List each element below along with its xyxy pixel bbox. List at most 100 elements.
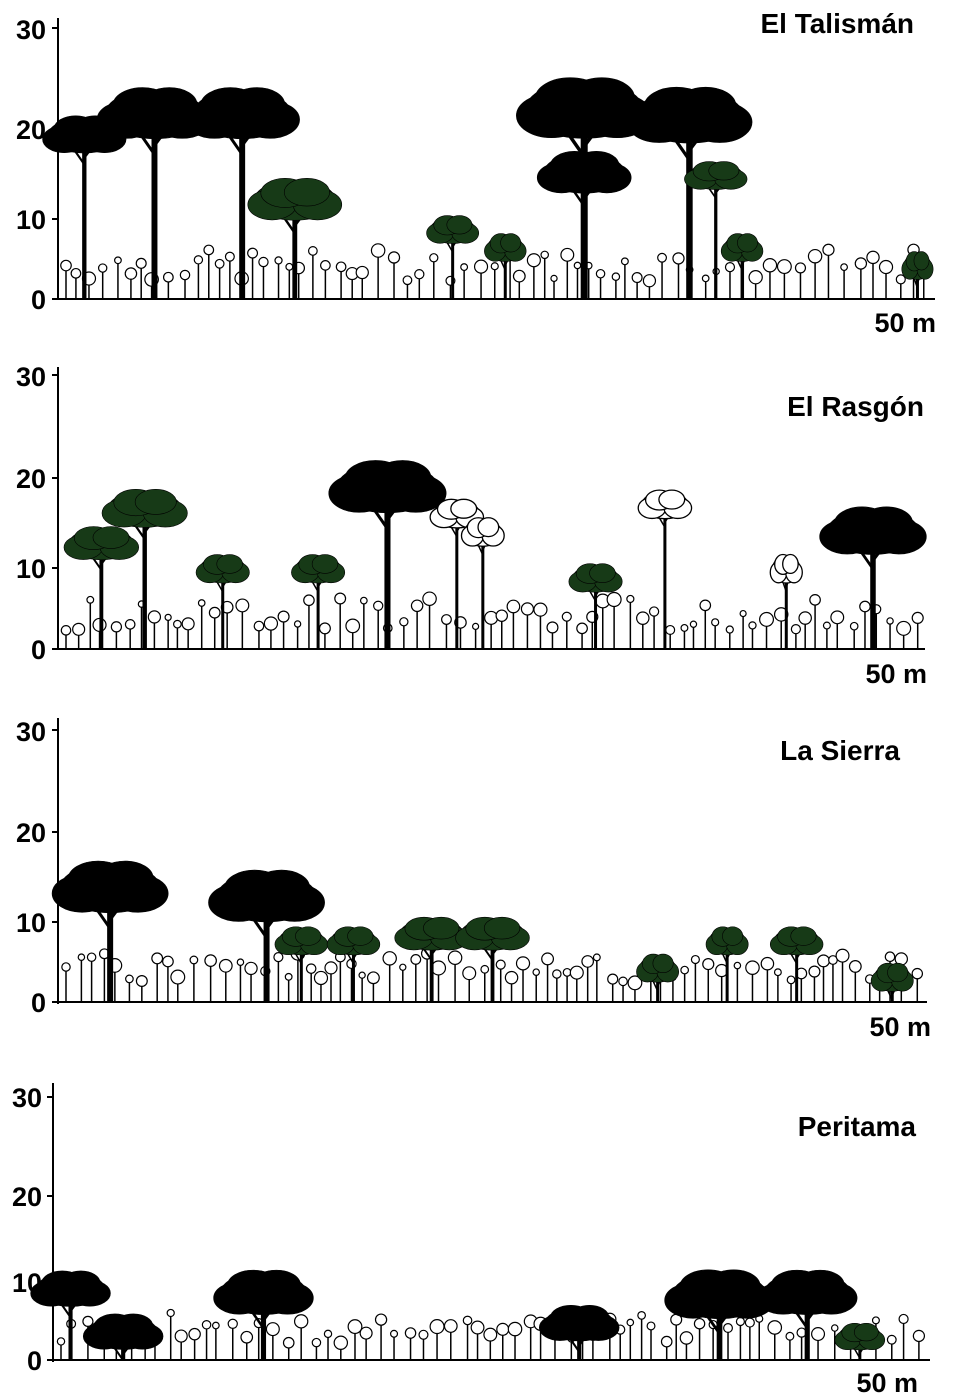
understory-shrub	[866, 250, 880, 299]
shrub-crown	[86, 595, 95, 604]
understory-shrub	[680, 965, 690, 1002]
shrub-crown	[320, 260, 331, 271]
shrub-crown	[690, 954, 700, 965]
site-title: El Rasgón	[787, 391, 924, 422]
understory-shrub	[98, 948, 110, 1002]
shrub-crown	[387, 251, 401, 264]
shrub-crown	[114, 256, 122, 265]
tree-trunk	[577, 1323, 582, 1360]
shrub-crown	[277, 610, 290, 623]
tree-trunk	[725, 941, 729, 1002]
understory-shrub	[690, 954, 700, 1002]
understory-shrub	[533, 602, 548, 649]
shrub-crown	[429, 1319, 445, 1335]
shrub-crown	[550, 274, 558, 283]
tree-trunk	[429, 934, 434, 1002]
canopy-tree	[455, 916, 530, 1002]
understory-shrub	[592, 953, 601, 1002]
understory-shrub	[849, 621, 859, 649]
understory-shrub	[911, 611, 924, 649]
shrub-crown	[642, 274, 657, 288]
y-tick-label-30: 30	[16, 717, 46, 747]
understory-shrub	[470, 1320, 485, 1360]
y-tick-label-10: 10	[16, 554, 46, 584]
shrub-crown	[82, 1315, 94, 1327]
shrub-crown	[581, 955, 595, 968]
understory-shrub	[193, 255, 204, 299]
understory-shrub	[402, 275, 413, 299]
shrub-crown	[181, 617, 195, 631]
shrub-crown	[595, 268, 606, 279]
understory-shrub	[607, 973, 619, 1002]
understory-shrub	[60, 625, 72, 649]
shrub-crown	[173, 619, 182, 629]
understory-shrub	[693, 1317, 706, 1360]
canopy-tree	[819, 506, 927, 649]
tree-crown	[429, 498, 485, 529]
crown-lobe	[569, 1305, 610, 1330]
understory-shrub	[443, 1319, 458, 1360]
understory-shrub	[631, 272, 643, 299]
shrub-crown	[520, 602, 535, 616]
crown-lobe	[706, 1269, 761, 1303]
understory-shrub	[672, 252, 685, 299]
shrub-crown	[808, 965, 821, 978]
shrub-crown	[849, 621, 859, 631]
understory-shrub	[627, 975, 643, 1002]
understory-shrub	[333, 1335, 349, 1360]
canopy-tree	[101, 488, 188, 649]
tree-crown	[394, 916, 469, 951]
shrub-crown	[244, 961, 258, 976]
understory-shrub	[898, 1313, 909, 1360]
understory-shrub	[305, 963, 317, 1002]
canopy-tree	[208, 869, 325, 1002]
tree-crown	[664, 1269, 775, 1319]
understory-shrub	[480, 964, 490, 1002]
understory-shrub	[373, 600, 384, 649]
understory-shrub	[214, 258, 225, 299]
understory-shrub	[277, 610, 290, 649]
shrub-crown	[533, 602, 548, 617]
y-tick-label-30: 30	[16, 362, 46, 392]
crown-lobe	[295, 926, 322, 946]
shrub-crown	[389, 1329, 399, 1338]
understory-shrub	[748, 270, 763, 299]
understory-shrub	[512, 269, 526, 299]
understory-shrub	[840, 263, 848, 299]
tree-crown	[82, 1313, 164, 1350]
canopy-tree	[637, 489, 693, 649]
crown-lobe	[283, 178, 330, 207]
understory-shrub	[197, 599, 206, 649]
understory-shrub	[263, 616, 279, 649]
understory-shrub	[552, 969, 562, 1002]
crown-lobe	[500, 233, 522, 253]
shrub-crown	[60, 259, 72, 272]
understory-shrub	[854, 257, 868, 299]
canopy-tree	[757, 1269, 858, 1360]
shrub-crown	[637, 1311, 647, 1320]
shrub-crown	[607, 973, 619, 985]
tree-trunk	[594, 578, 598, 649]
shrub-crown	[345, 618, 361, 634]
profile-panel-el-talisman: 30 20 10 0 El Talismán 50 m	[16, 8, 936, 338]
understory-shrub	[164, 613, 172, 649]
understory-shrub	[204, 954, 217, 1002]
understory-shrub	[822, 243, 835, 299]
tree-crown	[184, 87, 300, 140]
understory-shrub	[447, 950, 463, 1002]
tree-crown	[870, 962, 914, 992]
shrub-crown	[701, 274, 710, 283]
understory-shrub	[679, 1331, 694, 1360]
tree-trunk	[581, 173, 587, 299]
crown-lobe	[228, 87, 286, 122]
crown-lobe	[61, 1270, 101, 1295]
shrub-crown	[762, 258, 778, 273]
tree-crown	[637, 489, 693, 520]
canopy-tree	[429, 498, 485, 649]
y-tick-label-10: 10	[16, 205, 46, 235]
shrub-crown	[884, 951, 896, 963]
tree-trunk	[292, 200, 298, 299]
understory-shrub	[637, 1311, 647, 1360]
shrub-crown	[227, 1318, 238, 1329]
understory-shrub	[374, 1313, 388, 1360]
